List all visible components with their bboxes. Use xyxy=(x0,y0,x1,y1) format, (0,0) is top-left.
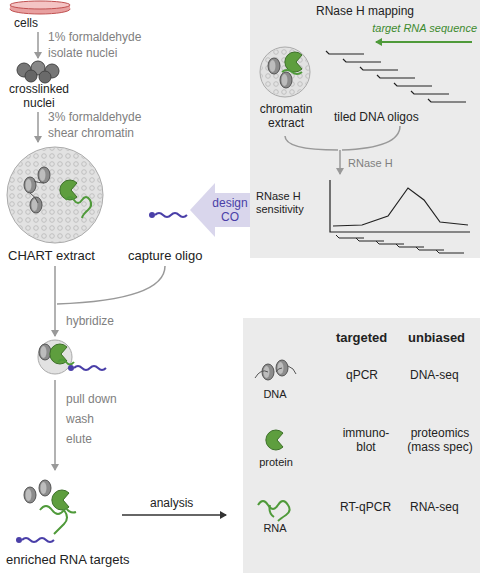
label-text: DNA-seq xyxy=(410,368,459,382)
label-text: protein xyxy=(252,456,300,469)
label-text: immuno-blot xyxy=(336,426,396,454)
label-text: shear chromatin xyxy=(48,126,134,140)
label-text: 3% formaldehyde xyxy=(48,110,141,124)
label-text: target RNA sequence xyxy=(372,22,477,35)
label-text: cells xyxy=(14,16,38,30)
label-text: RNase H xyxy=(348,157,393,170)
label-text: proteomics (mass spec) xyxy=(404,426,476,454)
label-text: tiled DNA oligos xyxy=(334,110,419,124)
panel-title: RNase H mapping xyxy=(250,0,480,18)
label-text: enriched RNA targets xyxy=(6,552,130,567)
label-text: DNA xyxy=(260,388,290,401)
label-text: wash xyxy=(66,412,94,426)
label-text: capture oligo xyxy=(128,248,202,263)
label-text: qPCR xyxy=(346,368,378,382)
label-text: targeted xyxy=(336,330,387,345)
label-text: RNA-seq xyxy=(410,500,459,514)
label-text: RNase H sensitivity xyxy=(256,190,326,216)
label-text: isolate nuclei xyxy=(48,46,117,60)
label-text: chromatin extract xyxy=(252,102,320,130)
label-text: crosslinked nuclei xyxy=(4,82,74,110)
label-text: 1% formaldehyde xyxy=(48,30,141,44)
label-text: RT-qPCR xyxy=(340,500,391,514)
label-text: elute xyxy=(66,432,92,446)
label-text: pull down xyxy=(66,392,117,406)
label-text: design CO xyxy=(210,196,250,224)
label-text: RNA xyxy=(260,522,290,535)
label-text: CHART extract xyxy=(8,248,95,263)
label-text: hybridize xyxy=(66,314,114,328)
label-text: analysis xyxy=(150,496,193,510)
label-text: unbiased xyxy=(408,330,465,345)
